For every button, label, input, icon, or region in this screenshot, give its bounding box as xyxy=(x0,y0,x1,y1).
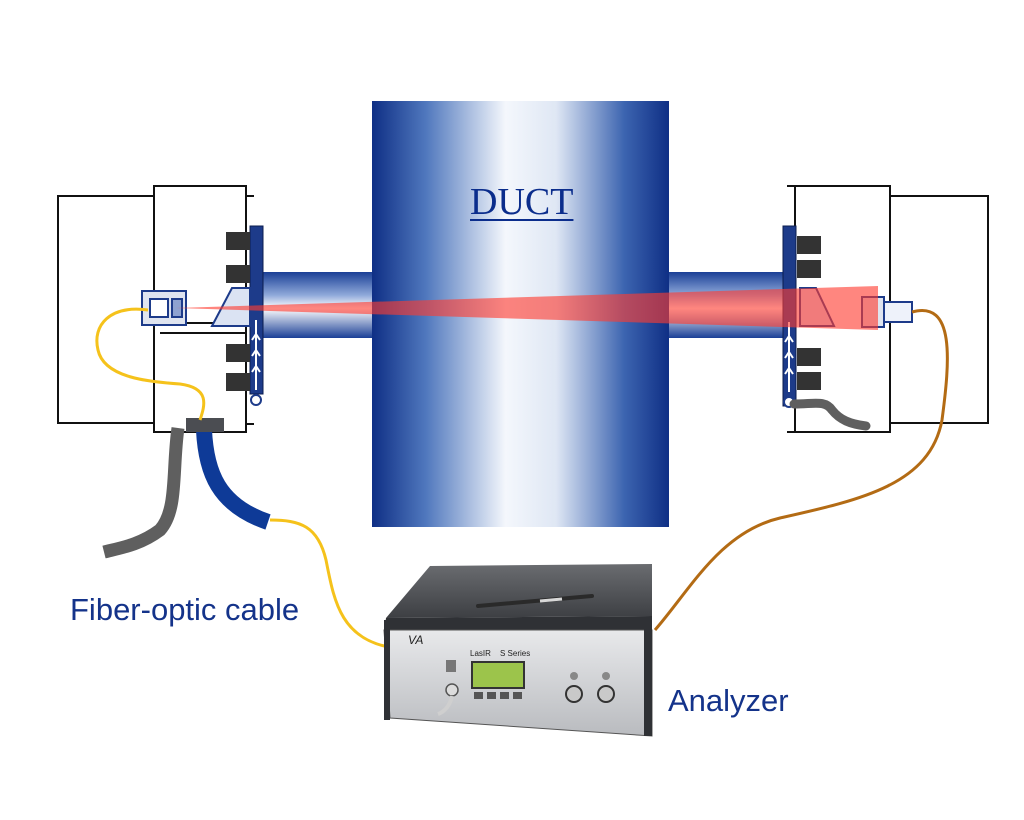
purge-hose-right xyxy=(789,398,871,431)
purge-arrows xyxy=(784,322,794,392)
bolt xyxy=(226,373,250,391)
bolt xyxy=(797,260,821,278)
purge-arrows xyxy=(251,320,261,390)
cable-gland xyxy=(186,418,224,432)
fiber-optic-cable-right xyxy=(653,308,949,631)
bolt xyxy=(226,232,250,250)
grey-cable xyxy=(102,427,185,559)
bolt xyxy=(797,348,821,366)
fiber-optic-cable-left xyxy=(95,307,206,421)
bolt xyxy=(797,372,821,390)
bolt xyxy=(226,265,250,283)
analyzer-display xyxy=(471,661,525,689)
logo-mark: VA xyxy=(408,633,423,647)
transmitter-unit xyxy=(57,185,254,433)
connector xyxy=(597,685,615,703)
bolt xyxy=(797,236,821,254)
bolt xyxy=(226,344,250,362)
purge-fitting xyxy=(250,394,262,406)
pen-icon xyxy=(476,594,594,608)
series-text: S Series xyxy=(500,649,530,658)
fiber-optic-cable-to-analyzer xyxy=(269,518,395,650)
fiber-optic-cable-label: Fiber-optic cable xyxy=(70,592,300,627)
brand-text: LasIR xyxy=(470,649,491,658)
analyzer-box: VA LasIR S Series xyxy=(383,564,653,737)
duct-label: DUCT xyxy=(470,181,574,223)
analyzer-label: Analyzer xyxy=(668,683,789,718)
blue-conduit xyxy=(196,429,271,530)
laser-beam xyxy=(176,286,878,330)
connector xyxy=(565,685,583,703)
